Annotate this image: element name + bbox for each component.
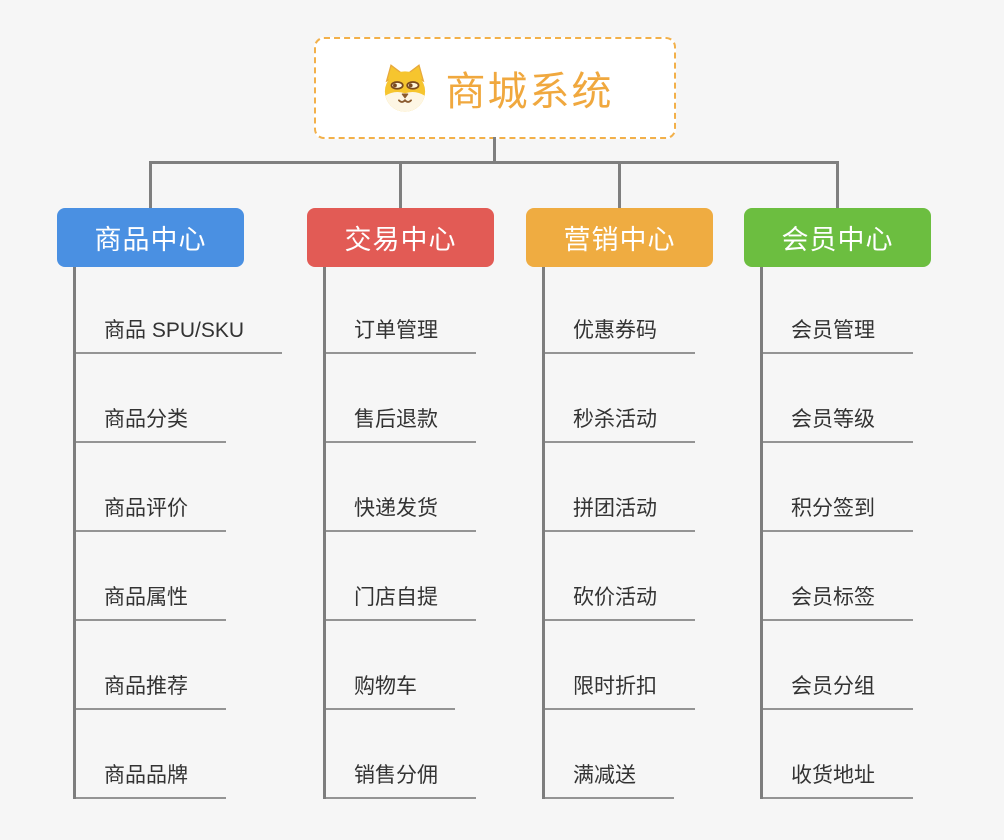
node-item[interactable]: 积分签到	[763, 443, 913, 532]
connector-drop-member	[836, 161, 839, 209]
node-item[interactable]: 会员等级	[763, 354, 913, 443]
root-title: 商城系统	[445, 70, 614, 114]
node-item[interactable]: 限时折扣	[545, 621, 695, 710]
branch-marketing-items: 优惠券码 秒杀活动 拼团活动 砍价活动 限时折扣 满减送	[542, 267, 695, 799]
node-item[interactable]: 优惠券码	[545, 267, 695, 354]
branch-product-items: 商品 SPU/SKU 商品分类 商品评价 商品属性 商品推荐 商品品牌	[73, 267, 283, 799]
connector-root-stub	[493, 137, 496, 163]
node-item[interactable]: 拼团活动	[545, 443, 695, 532]
root-node[interactable]: 商城系统	[314, 37, 676, 139]
branch-member-center[interactable]: 会员中心	[744, 208, 931, 267]
node-item[interactable]: 商品评价	[76, 443, 226, 532]
branch-marketing-center[interactable]: 营销中心	[526, 208, 713, 267]
node-item[interactable]: 会员管理	[763, 267, 913, 354]
node-item[interactable]: 商品分类	[76, 354, 226, 443]
node-item[interactable]: 商品 SPU/SKU	[76, 267, 283, 354]
branch-trade-items: 订单管理 售后退款 快递发货 门店自提 购物车 销售分佣	[323, 267, 476, 799]
connector-horizontal	[149, 161, 839, 164]
node-item[interactable]: 会员分组	[763, 621, 913, 710]
node-item[interactable]: 快递发货	[326, 443, 476, 532]
node-item[interactable]: 满减送	[545, 710, 674, 799]
shiba-dog-icon	[377, 60, 433, 116]
node-item[interactable]: 订单管理	[326, 267, 476, 354]
connector-drop-product	[149, 161, 152, 209]
node-item[interactable]: 销售分佣	[326, 710, 476, 799]
node-item[interactable]: 商品推荐	[76, 621, 226, 710]
node-item[interactable]: 商品品牌	[76, 710, 226, 799]
node-item[interactable]: 砍价活动	[545, 532, 695, 621]
node-item[interactable]: 商品属性	[76, 532, 226, 621]
node-item[interactable]: 门店自提	[326, 532, 476, 621]
node-item[interactable]: 会员标签	[763, 532, 913, 621]
node-item[interactable]: 售后退款	[326, 354, 476, 443]
connector-drop-trade	[399, 161, 402, 209]
node-item[interactable]: 收货地址	[763, 710, 913, 799]
branch-product-center[interactable]: 商品中心	[57, 208, 244, 267]
node-item[interactable]: 购物车	[326, 621, 455, 710]
node-item[interactable]: 秒杀活动	[545, 354, 695, 443]
connector-drop-marketing	[618, 161, 621, 209]
branch-member-items: 会员管理 会员等级 积分签到 会员标签 会员分组 收货地址	[760, 267, 913, 799]
branch-trade-center[interactable]: 交易中心	[307, 208, 494, 267]
